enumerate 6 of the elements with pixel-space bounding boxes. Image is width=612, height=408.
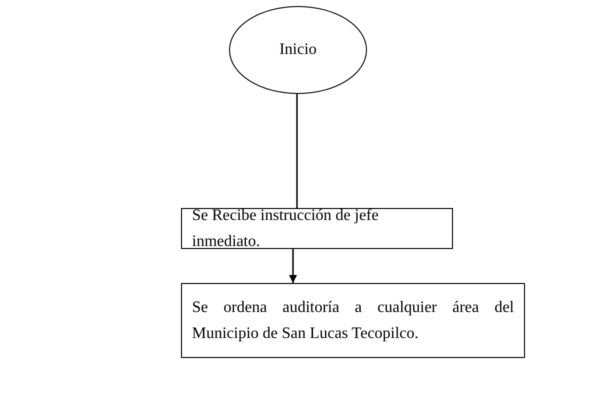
node-text: Inicio xyxy=(279,40,317,60)
arrow xyxy=(289,249,297,283)
node-text: Se ordena auditoría a cualquier área del Municipio de San Lucas Tecopilco. xyxy=(192,298,514,344)
process-box xyxy=(181,208,453,249)
node-text: Se Recibe instrucción de jefe inmediato. xyxy=(192,206,380,252)
process-box xyxy=(181,283,525,358)
